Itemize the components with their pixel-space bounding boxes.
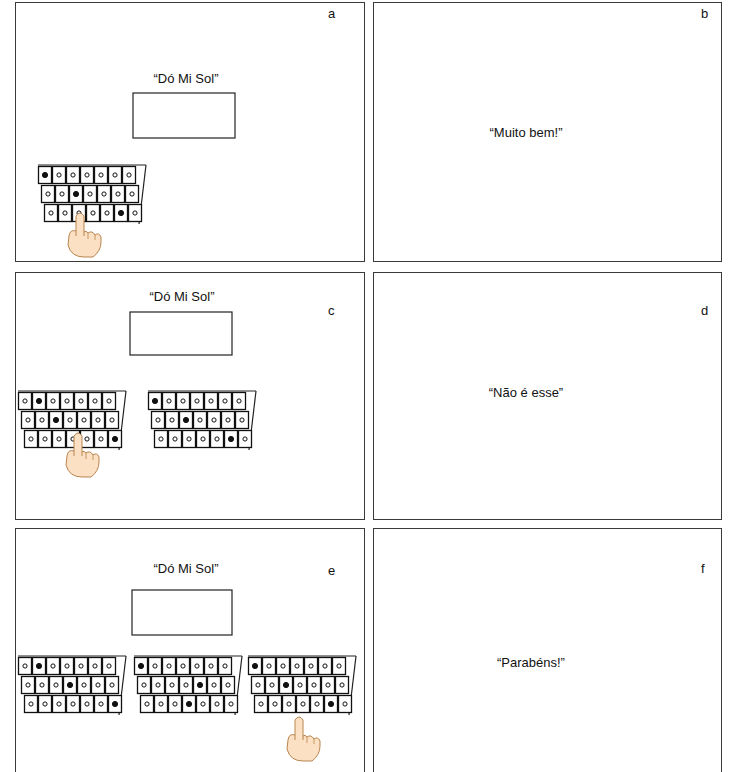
speech-text: “Muito bem!” <box>490 125 563 141</box>
panel: f “Parabéns!” <box>373 528 722 772</box>
answer-box <box>133 93 235 138</box>
speech-text: “Parabéns!” <box>497 655 565 671</box>
keyboard-icon <box>18 391 126 450</box>
answer-box <box>132 590 232 635</box>
panel-letter: c <box>328 303 335 319</box>
speech-text: “Não é esse” <box>489 385 563 401</box>
panel: c “Dó Mi Sol” <box>15 272 365 520</box>
keyboard-icon <box>248 656 356 715</box>
panel-letter: e <box>328 563 335 579</box>
pointing-hand <box>287 717 320 761</box>
speech-text: “Dó Mi Sol” <box>153 71 218 87</box>
pointing-hand <box>66 433 99 477</box>
speech-text: “Dó Mi Sol” <box>149 289 214 305</box>
panel: d “Não é esse” <box>373 272 722 520</box>
keyboard-icon <box>134 656 242 715</box>
panel-letter: a <box>328 6 335 22</box>
keyboard-icon <box>18 656 126 715</box>
panel: a “Dó Mi Sol” <box>15 2 365 262</box>
answer-box <box>130 312 232 355</box>
panel-letter: d <box>701 303 708 319</box>
panel-letter: b <box>701 6 708 22</box>
keyboard-icon <box>38 165 146 224</box>
keyboard-icon <box>148 391 256 450</box>
panel: b “Muito bem!” <box>373 2 722 262</box>
speech-text: “Dó Mi Sol” <box>153 561 218 577</box>
panel-letter: f <box>701 561 705 577</box>
panel: e “Dó Mi Sol” <box>15 528 365 772</box>
pointing-hand <box>68 213 101 257</box>
